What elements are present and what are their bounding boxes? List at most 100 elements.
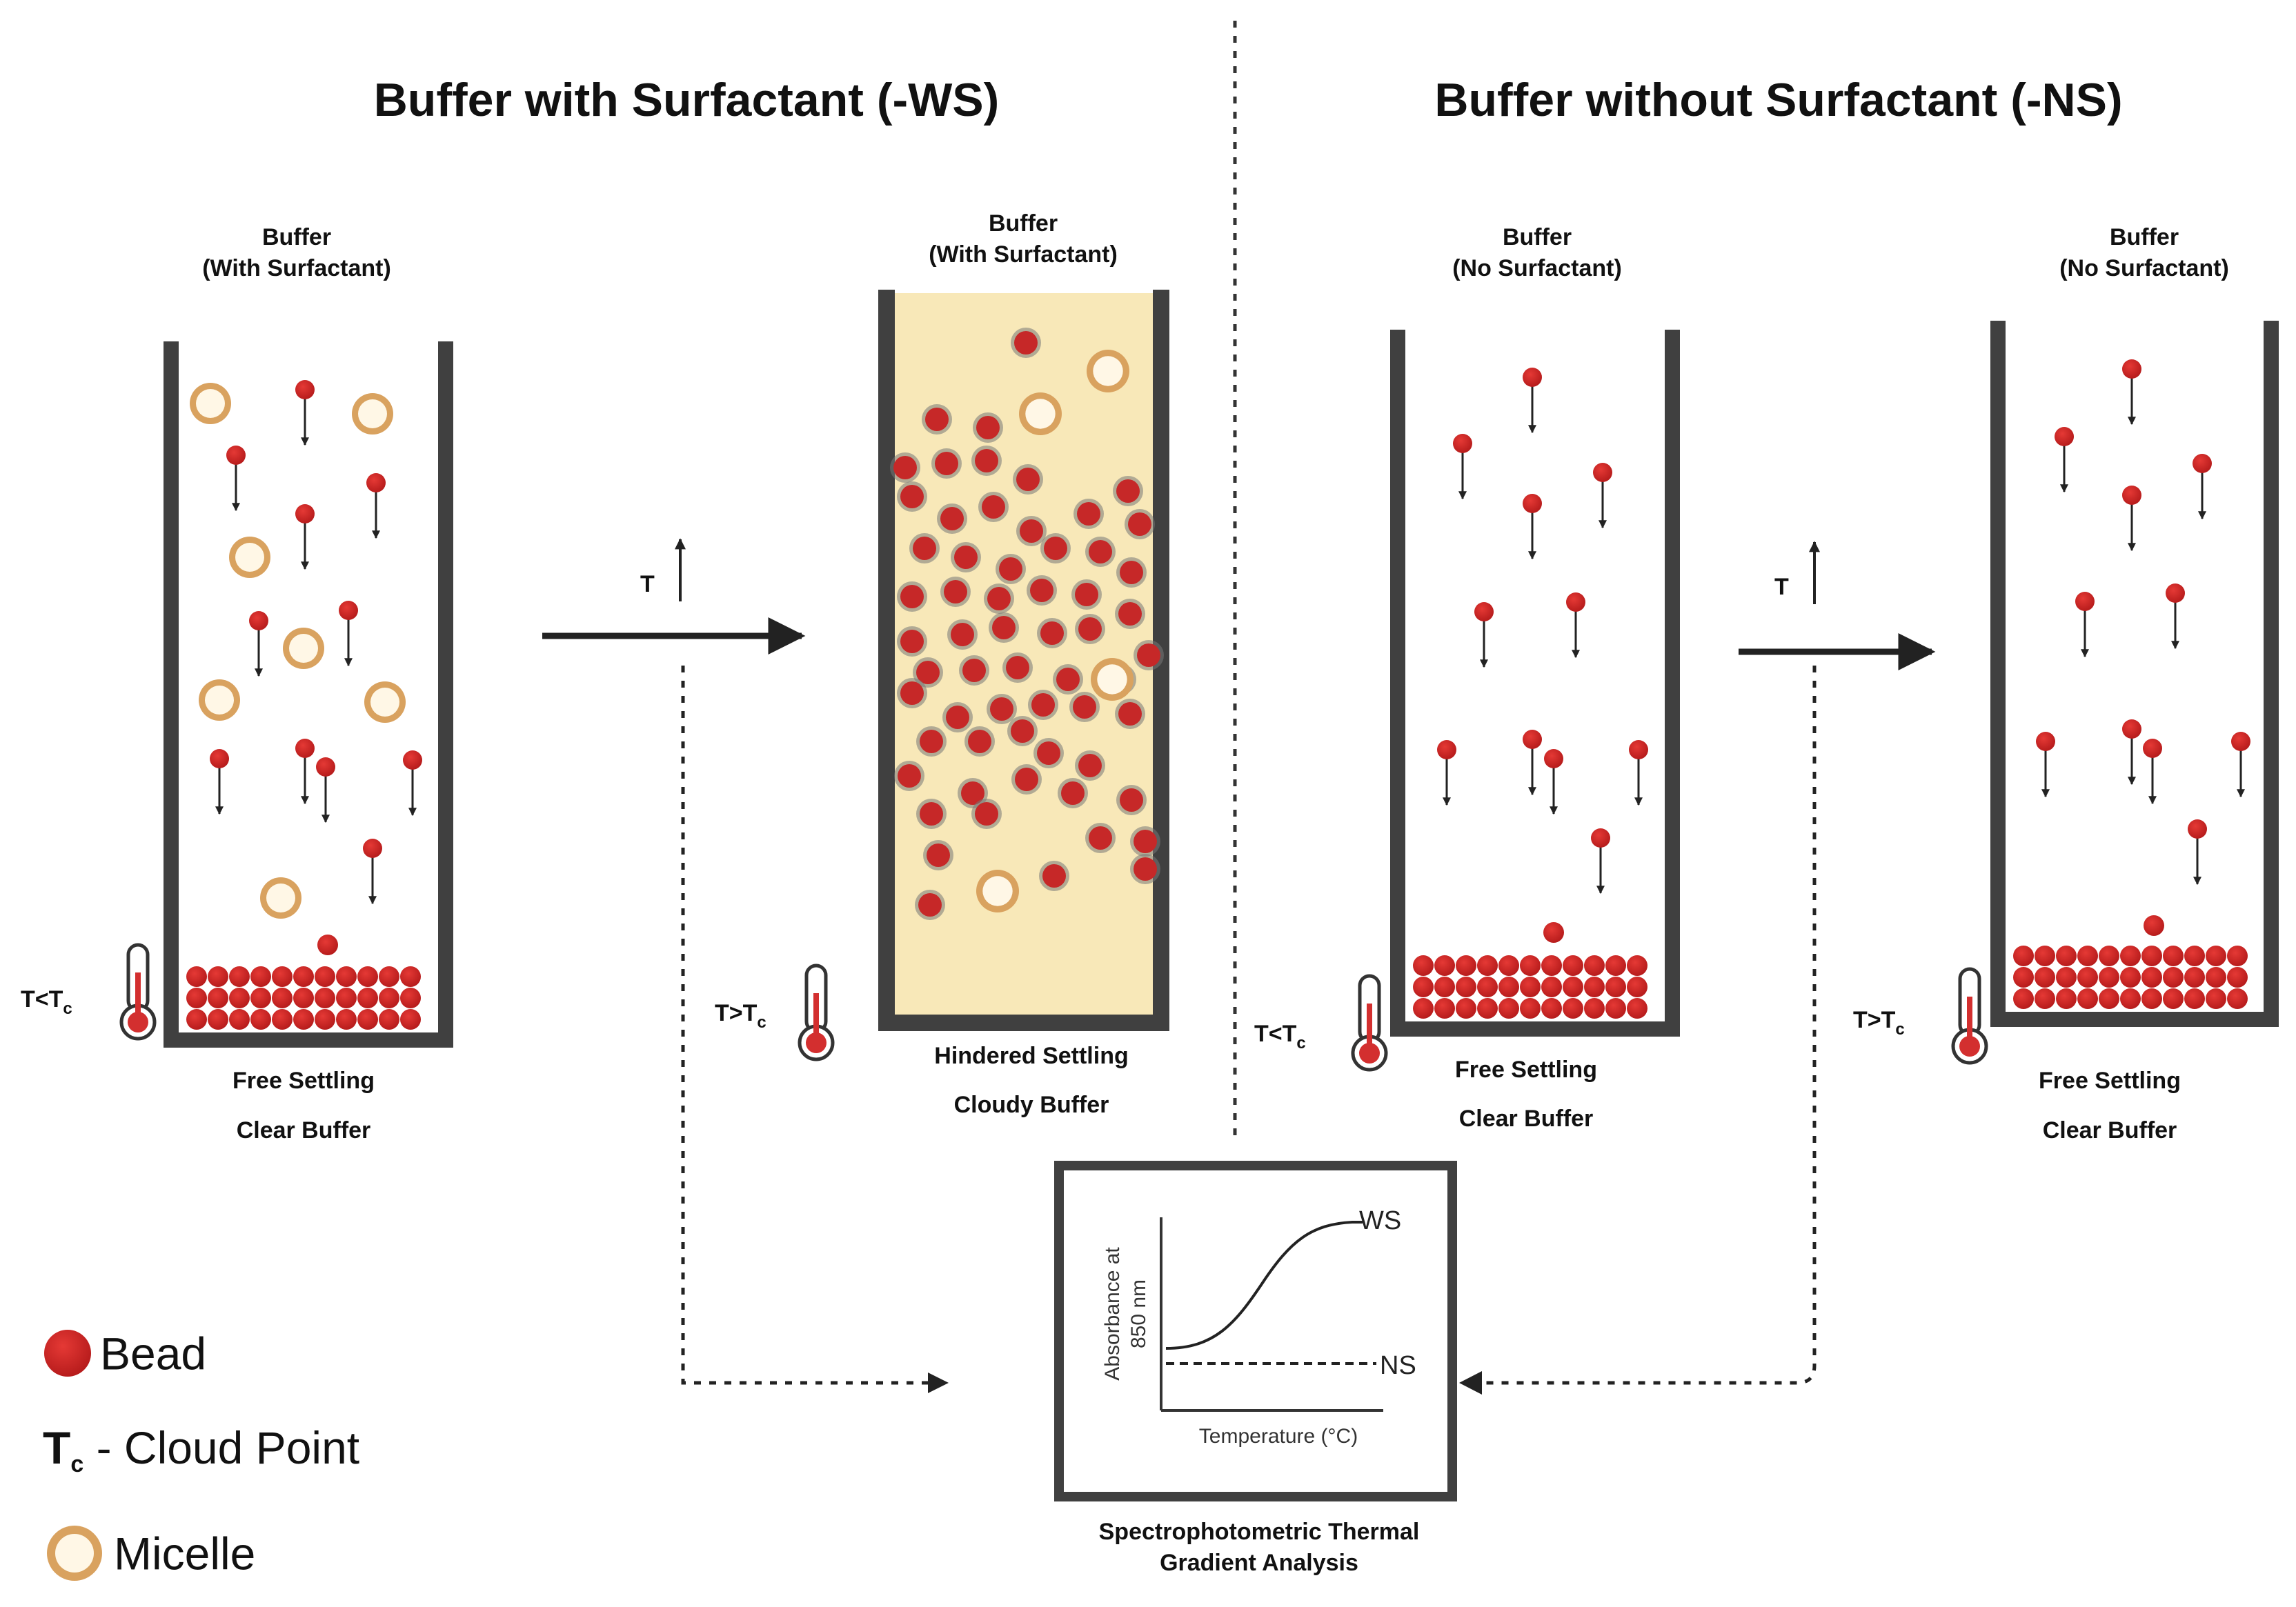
bead xyxy=(935,452,958,475)
bead xyxy=(1523,730,1542,749)
bead xyxy=(898,764,921,788)
bead xyxy=(1563,955,1583,976)
bead xyxy=(893,456,917,479)
bead xyxy=(1453,434,1472,453)
bead xyxy=(1520,998,1541,1019)
bead xyxy=(1413,955,1434,976)
bead xyxy=(925,408,949,431)
micelle-core xyxy=(982,876,1013,906)
bead xyxy=(2184,967,2205,988)
micelle-core xyxy=(205,686,234,715)
bead xyxy=(379,966,399,987)
tube-header-line1: Buffer xyxy=(1503,224,1572,250)
bead xyxy=(1605,977,1626,997)
bead xyxy=(944,580,967,603)
tube-header-line1: Buffer xyxy=(262,224,331,250)
bead xyxy=(2077,946,2098,966)
bead xyxy=(2099,988,2119,1009)
bead xyxy=(363,839,382,858)
temp-main: T<T xyxy=(21,986,63,1012)
bead xyxy=(1134,857,1157,881)
bead xyxy=(1563,977,1583,997)
bead xyxy=(900,485,924,508)
bead xyxy=(2227,988,2248,1009)
bead xyxy=(2099,946,2119,966)
tube-footer-line1: Free Settling xyxy=(1455,1057,1597,1083)
bead xyxy=(366,473,386,492)
bead xyxy=(1584,955,1605,976)
bead xyxy=(293,966,314,987)
bead xyxy=(1031,693,1055,717)
plot-caption-line2: Gradient Analysis xyxy=(1160,1550,1358,1576)
bead xyxy=(1116,479,1140,503)
ws-curve-label: WS xyxy=(1359,1206,1401,1235)
bead xyxy=(1563,998,1583,1019)
temperature-symbol: T xyxy=(1774,574,1789,600)
svg-text:T>Tc: T>Tc xyxy=(715,1000,766,1032)
micelle-core xyxy=(289,634,318,663)
bead xyxy=(400,988,421,1008)
bead xyxy=(316,757,335,777)
thermometer-column xyxy=(813,993,819,1041)
bead xyxy=(1137,643,1160,667)
temp-sub: c xyxy=(63,999,72,1018)
tube-footer-line2: Clear Buffer xyxy=(2043,1117,2177,1144)
bead xyxy=(379,1009,399,1030)
section-title-ws: Buffer with Surfactant (-WS) xyxy=(374,74,1000,126)
bead xyxy=(2143,739,2162,758)
bead xyxy=(1605,955,1626,976)
tube-ws-below-cloud-point: Buffer (With Surfactant) Free Settling C… xyxy=(164,224,453,1144)
tube-header-line1: Buffer xyxy=(989,210,1058,237)
bead xyxy=(2193,454,2212,473)
bead xyxy=(2036,732,2055,751)
micelle-icon-core xyxy=(55,1534,94,1573)
bead xyxy=(999,557,1022,581)
bead xyxy=(272,1009,293,1030)
temperature-label: T<Tc xyxy=(1254,1021,1306,1052)
bead xyxy=(293,988,314,1008)
bead xyxy=(920,802,943,826)
section-title-ns: Buffer without Surfactant (-NS) xyxy=(1434,74,2122,126)
bead xyxy=(229,966,250,987)
temp-sub: c xyxy=(757,1013,766,1032)
spectrophotometric-plot-panel: WS NS Absorbance at 850 nm Temperature (… xyxy=(1054,1161,1457,1576)
bead xyxy=(1456,955,1476,976)
bead xyxy=(2075,592,2095,611)
micelle-core xyxy=(358,399,387,428)
bead xyxy=(272,988,293,1008)
bead xyxy=(379,988,399,1008)
bead xyxy=(1456,977,1476,997)
bead xyxy=(2206,967,2226,988)
thermometer-mercury xyxy=(1959,1036,1980,1057)
bead xyxy=(2141,967,2162,988)
bead xyxy=(1118,602,1142,626)
bead xyxy=(2184,946,2205,966)
bead xyxy=(1566,592,1585,612)
bead xyxy=(208,988,228,1008)
tube-contents xyxy=(890,328,1164,920)
bead xyxy=(1075,583,1098,606)
tube-wall xyxy=(164,341,453,1048)
bead xyxy=(992,616,1016,639)
tube-footer-line2: Clear Buffer xyxy=(1459,1106,1594,1132)
temp-sub: c xyxy=(1296,1034,1305,1052)
bead xyxy=(403,750,422,770)
bead xyxy=(400,966,421,987)
bead xyxy=(339,601,358,620)
bead xyxy=(1434,977,1455,997)
bead xyxy=(1627,977,1647,997)
bead xyxy=(2188,819,2207,839)
thermometer-mercury xyxy=(806,1032,827,1053)
bead xyxy=(1520,955,1541,976)
temp-main: T>T xyxy=(715,1000,758,1026)
bead xyxy=(336,1009,357,1030)
plot-y-label-line2: 850 nm xyxy=(1127,1279,1150,1348)
bead xyxy=(2122,719,2141,739)
thermometer-mercury xyxy=(1359,1043,1380,1064)
tube-footer-line1: Hindered Settling xyxy=(934,1043,1128,1069)
micelle-core xyxy=(1025,399,1056,429)
bead xyxy=(317,935,338,955)
bead xyxy=(2013,967,2034,988)
bead xyxy=(900,585,924,608)
bead xyxy=(250,988,271,1008)
